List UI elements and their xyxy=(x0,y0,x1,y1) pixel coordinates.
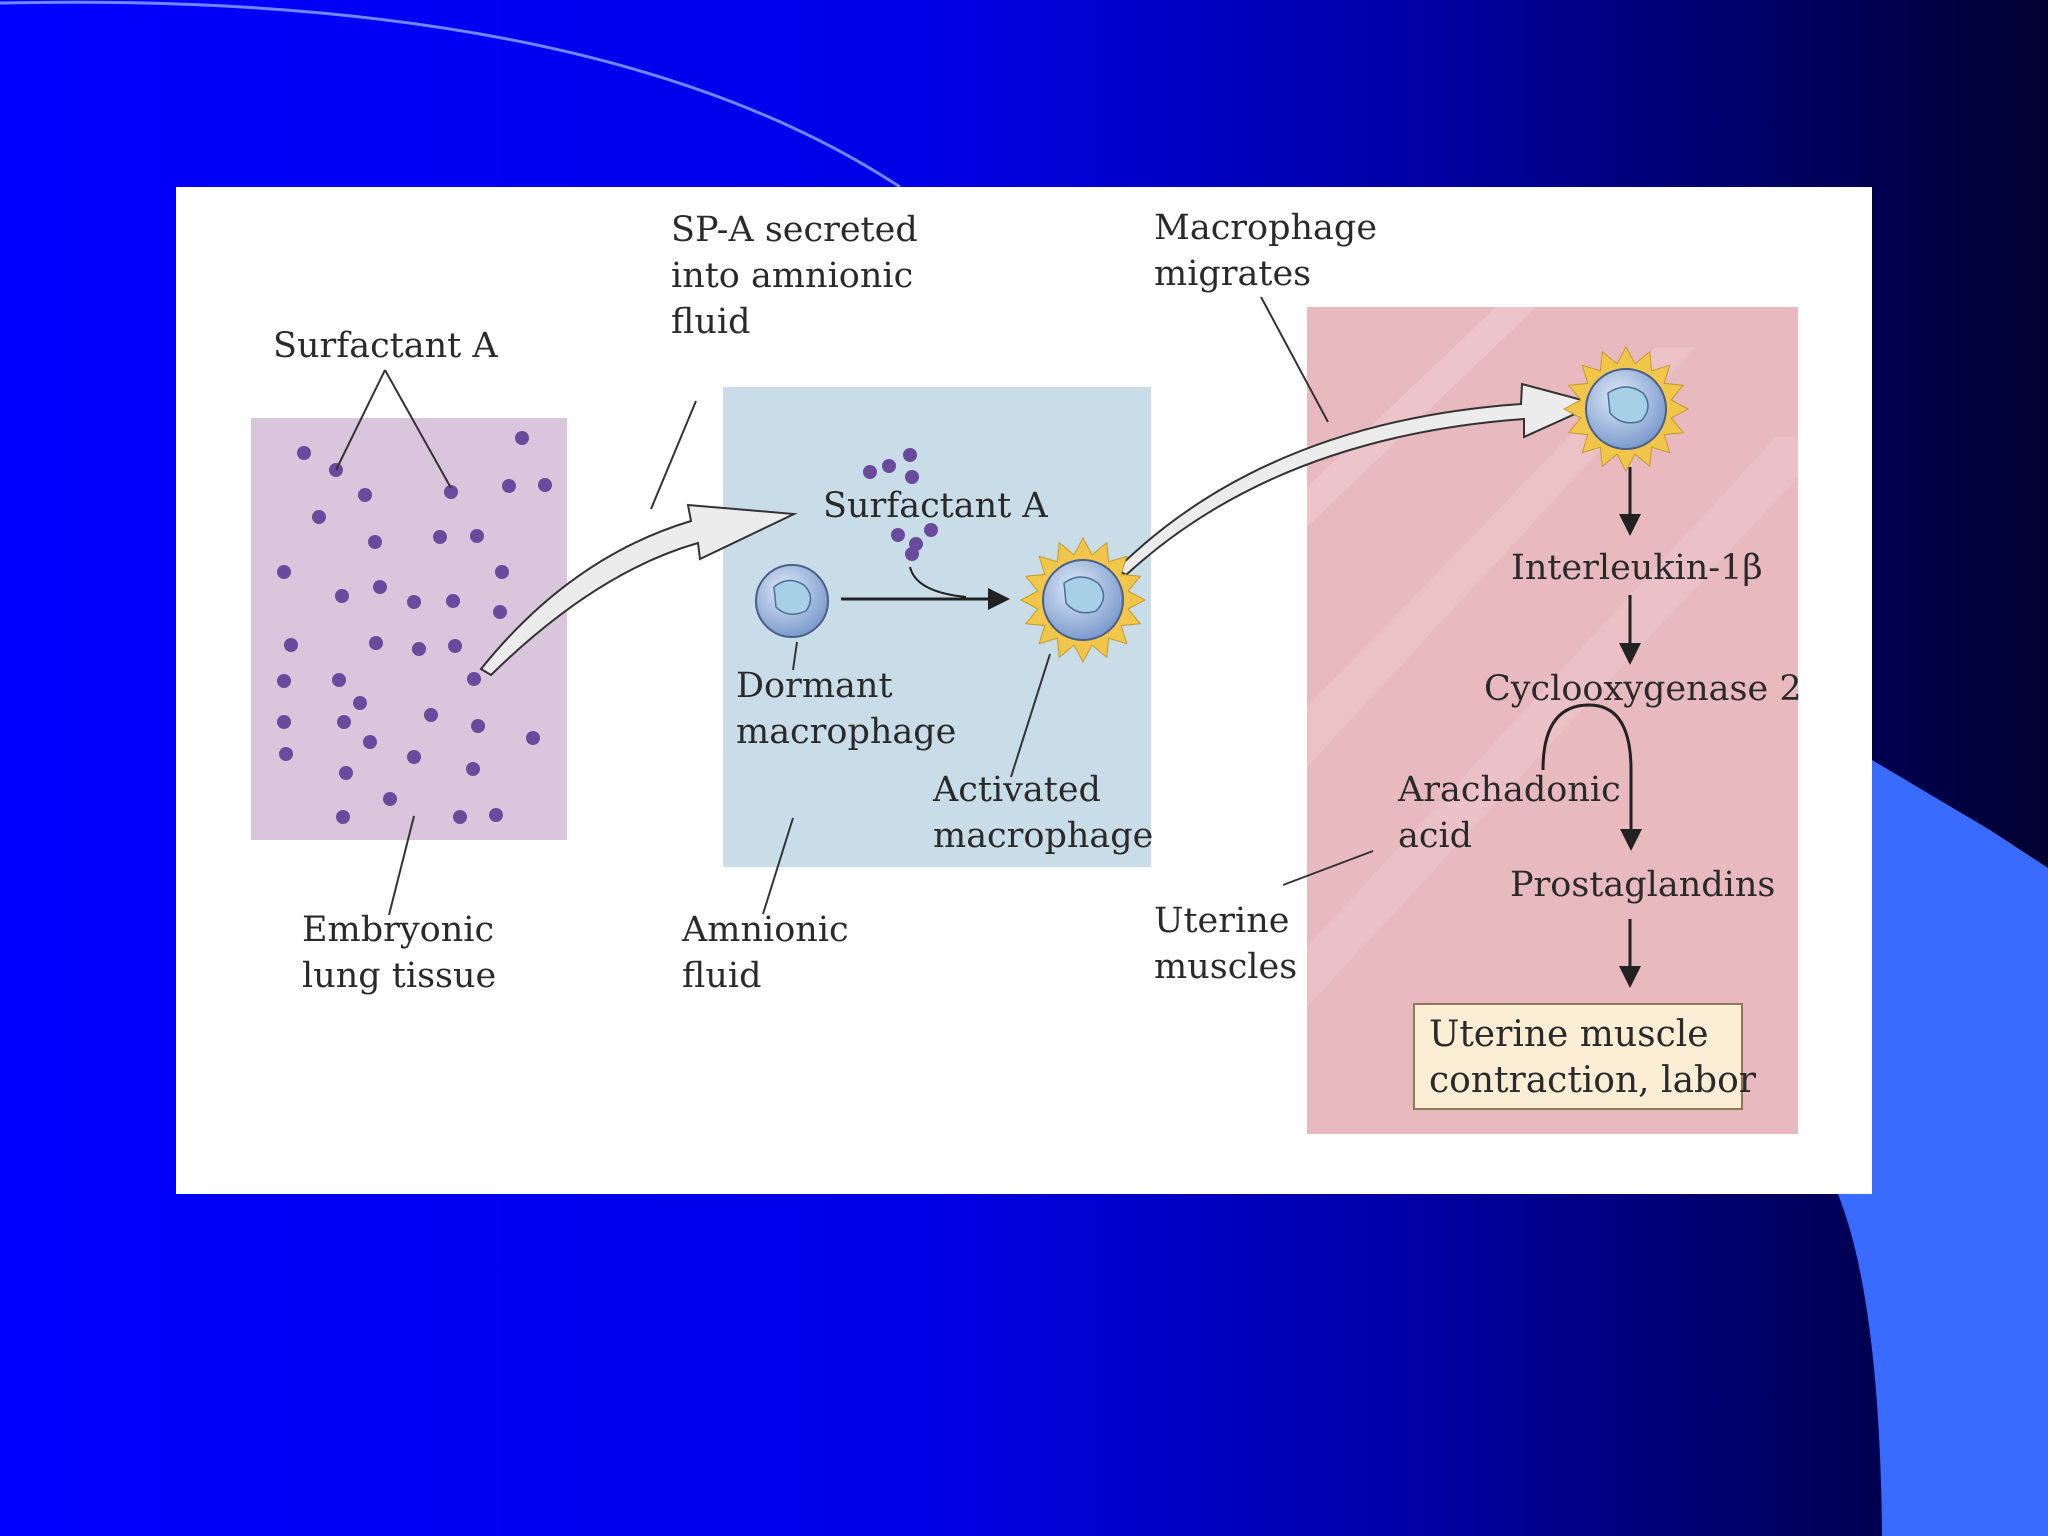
surfactant-dot xyxy=(467,672,481,686)
surfactant-dot xyxy=(339,766,353,780)
surfactant-dot xyxy=(526,731,540,745)
label-macrophage-migrates: Macrophage migrates xyxy=(1154,208,1388,294)
label-interleukin: Interleukin-1β xyxy=(1511,548,1763,588)
surfactant-dot xyxy=(369,636,383,650)
surfactant-dot xyxy=(337,715,351,729)
surfactant-dot xyxy=(368,535,382,549)
label-prostaglandins: Prostaglandins xyxy=(1510,865,1775,905)
surfactant-dot xyxy=(453,810,467,824)
surfactant-dot xyxy=(489,808,503,822)
surfactant-dot xyxy=(335,589,349,603)
label-surfactant-a-fluid: Surfactant A xyxy=(823,486,1048,526)
surfactant-dot xyxy=(471,719,485,733)
label-sp-a-secreted: SP-A secreted into amnionic fluid xyxy=(671,210,929,342)
surfactant-dot xyxy=(312,510,326,524)
label-surfactant-a-lung: Surfactant A xyxy=(273,326,498,366)
surfactant-dot xyxy=(466,762,480,776)
surfactant-dot xyxy=(332,673,346,687)
surfactant-dot xyxy=(336,810,350,824)
surfactant-dot xyxy=(277,674,291,688)
surfactant-dot xyxy=(446,594,460,608)
surfactant-dot xyxy=(448,639,462,653)
surfactant-dot xyxy=(383,792,397,806)
surfactant-dot xyxy=(538,478,552,492)
surfactant-dot xyxy=(363,735,377,749)
surfactant-dot xyxy=(502,479,516,493)
surfactant-dot xyxy=(284,638,298,652)
migrated-macrophage-icon xyxy=(1564,347,1688,471)
slide-top-arc xyxy=(0,2,900,187)
surfactant-dot xyxy=(373,580,387,594)
label-uterine-muscles: Uterine muscles xyxy=(1154,901,1301,987)
surfactant-dot xyxy=(279,747,293,761)
activated-macrophage-icon xyxy=(1021,538,1145,662)
label-embryonic-lung-tissue: Embryonic lung tissue xyxy=(302,910,505,996)
surfactant-dot xyxy=(495,565,509,579)
dormant-macrophage-icon xyxy=(756,565,828,637)
label-amnionic-fluid: Amnionic fluid xyxy=(681,910,860,996)
surfactant-dot xyxy=(493,605,507,619)
figure-panel: Surfactant A SP-A secreted into amnionic… xyxy=(176,187,1872,1194)
surfactant-dot xyxy=(277,565,291,579)
label-cyclooxygenase: Cyclooxygenase 2 xyxy=(1484,669,1802,709)
surfactant-dot xyxy=(470,529,484,543)
surfactant-dot xyxy=(297,446,311,460)
surfactant-dot xyxy=(353,696,367,710)
surfactant-dot xyxy=(358,488,372,502)
surfactant-dot xyxy=(407,595,421,609)
signaling-diagram: Surfactant A SP-A secreted into amnionic… xyxy=(176,187,1872,1194)
surfactant-dot xyxy=(412,642,426,656)
surfactant-dot xyxy=(424,708,438,722)
surfactant-dot xyxy=(407,750,421,764)
surfactant-dot xyxy=(277,715,291,729)
surfactant-dot xyxy=(433,530,447,544)
surfactant-dot xyxy=(515,431,529,445)
